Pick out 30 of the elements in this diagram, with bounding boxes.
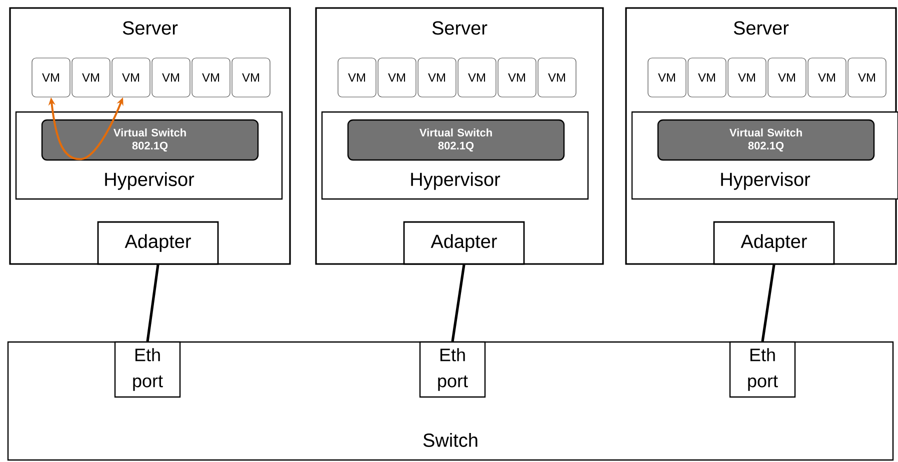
connector-line: [761, 264, 776, 342]
virtual-switch-box: Virtual Switch 802.1Q: [657, 119, 875, 161]
vm-box: VM: [688, 58, 726, 98]
connector-line: [451, 264, 466, 342]
connector-line: [146, 264, 160, 342]
vm-box: VM: [378, 58, 416, 98]
vm-box: VM: [192, 58, 230, 98]
vm-box: VM: [498, 58, 536, 98]
vm-box: VM: [538, 58, 576, 98]
vm-box: VM: [338, 58, 376, 98]
vm-box: VM: [112, 58, 150, 98]
vm-box: VM: [458, 58, 496, 98]
adapter-box: Adapter: [97, 221, 219, 265]
vm-box: VM: [72, 58, 110, 98]
vm-box: VM: [848, 58, 886, 98]
vm-box: VM: [232, 58, 270, 98]
virtual-switch-box: Virtual Switch 802.1Q: [347, 119, 565, 161]
adapter-box: Adapter: [713, 221, 835, 265]
vm-box: VM: [418, 58, 456, 98]
eth-port-box: Eth port: [114, 341, 181, 398]
eth-port-box: Eth port: [419, 341, 486, 398]
vm-box: VM: [808, 58, 846, 98]
eth-port-box: Eth port: [729, 341, 796, 398]
vm-box: VM: [648, 58, 686, 98]
virtual-switch-box: Virtual Switch 802.1Q: [41, 119, 259, 161]
vm-box: VM: [32, 58, 70, 98]
vm-box: VM: [728, 58, 766, 98]
vm-box: VM: [768, 58, 806, 98]
adapter-box: Adapter: [403, 221, 525, 265]
vm-box: VM: [152, 58, 190, 98]
